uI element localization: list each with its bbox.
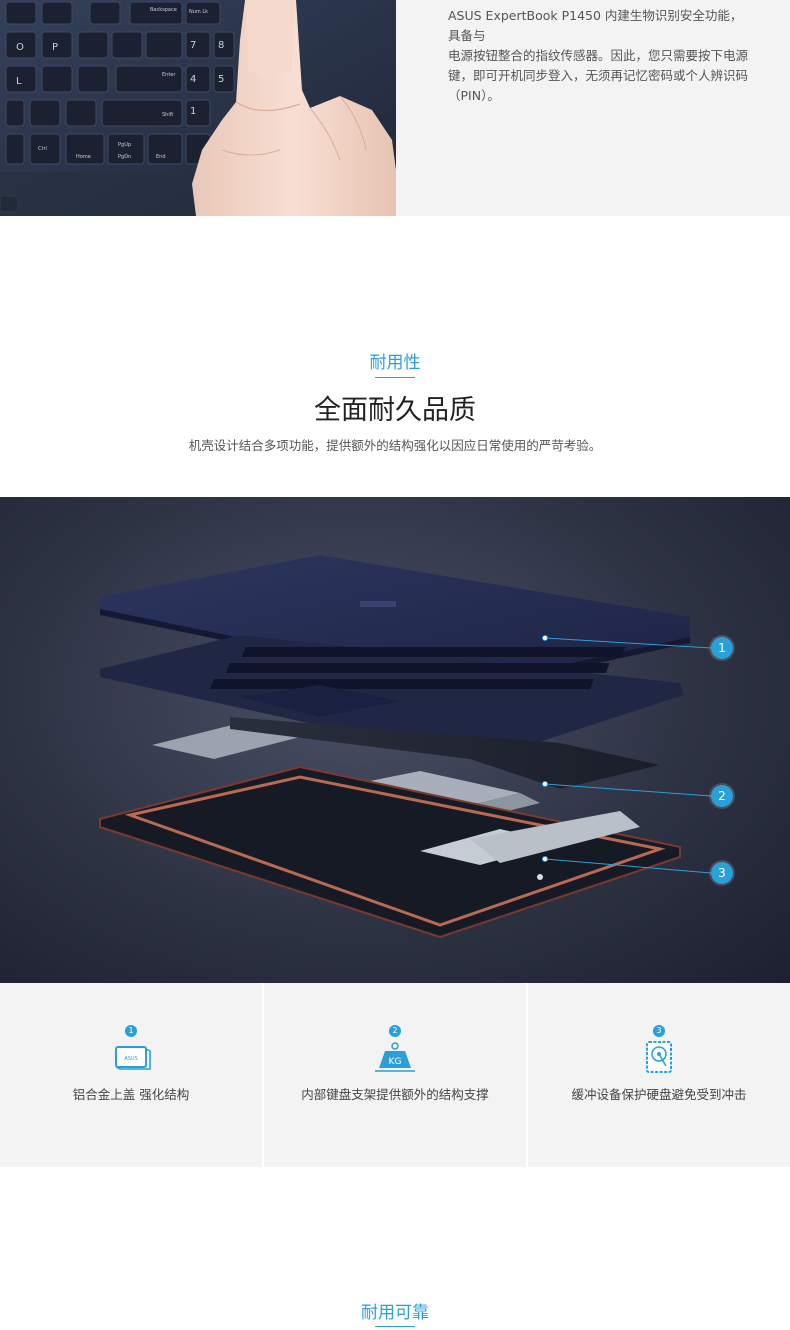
finger-hand-illustration	[192, 0, 396, 216]
durability-title: 全面耐久品质	[314, 395, 476, 426]
fingerprint-line: 键，即可开机同步登入，无须再记忆密码或个人辨识码	[448, 68, 749, 83]
feature-number-badge: 2	[389, 1025, 401, 1037]
section-underline	[375, 377, 415, 378]
feature-text: 内部键盘支架提供额外的结构支撑	[301, 1087, 489, 1102]
key-1: 1	[190, 106, 196, 117]
key-end: End	[156, 154, 166, 160]
weight-kg-icon: KG	[375, 1042, 415, 1072]
fingerprint-line: 电源按钮整合的指纹传感器。因此，您只需要按下电源	[448, 48, 749, 63]
hard-drive-icon	[646, 1041, 672, 1073]
fingerprint-line: （PIN）。	[448, 88, 500, 103]
callout-2: 2	[711, 785, 733, 807]
callout-3: 3	[711, 862, 733, 884]
feature-number-badge: 1	[125, 1025, 137, 1037]
key-backspace: Backspace	[150, 7, 177, 13]
key-7: 7	[190, 40, 196, 51]
feature-card: 2 KG 内部键盘支架提供额外的结构支撑	[262, 983, 526, 1167]
key-ctrl: Ctrl	[38, 146, 47, 152]
exploded-laptop-image: 1 2 3	[0, 497, 790, 983]
fingerprint-section: Backspace Num Lk O P 7 8 L Enter 4 5 Shi…	[0, 0, 790, 216]
key-5: 5	[218, 74, 224, 85]
callout-1: 1	[711, 637, 733, 659]
feature-number-badge: 3	[653, 1025, 665, 1037]
key-8: 8	[218, 40, 224, 51]
key-enter: Enter	[162, 72, 176, 78]
section-underline	[375, 1326, 415, 1327]
keyboard-fingerprint-photo: Backspace Num Lk O P 7 8 L Enter 4 5 Shi…	[0, 0, 396, 216]
fingerprint-description: ASUS ExpertBook P1450 内建生物识别安全功能，具备与 电源按…	[448, 6, 748, 106]
key-home: Home	[76, 154, 91, 160]
key-p: P	[52, 42, 58, 53]
key-shift: Shift	[162, 112, 173, 118]
laptop-lid-icon: ASUS	[115, 1046, 151, 1070]
key-pgdn: PgDn	[118, 154, 131, 160]
svg-text:KG: KG	[389, 1057, 402, 1067]
feature-cards: 1 ASUS 铝合金上盖 强化结构 2 KG 内部键盘支架提供额外的结构支撑 3…	[0, 983, 790, 1167]
durability-description: 机壳设计结合多项功能，提供额外的结构强化以因应日常使用的严苛考验。	[188, 438, 602, 453]
feature-card: 3 缓冲设备保护硬盘避免受到冲击	[526, 983, 790, 1167]
keyboard-deck-layer	[100, 635, 684, 761]
fingerprint-line: ASUS ExpertBook P1450 内建生物识别安全功能，具备与	[448, 8, 743, 43]
key-numlk: Num Lk	[189, 9, 208, 15]
key-o: O	[16, 42, 24, 53]
bottom-chassis-layer	[99, 765, 681, 939]
svg-text:ASUS: ASUS	[124, 1056, 137, 1062]
key-pgup: PgUp	[118, 142, 131, 148]
reliability-section-label: 耐用可靠	[361, 1303, 429, 1323]
feature-text: 缓冲设备保护硬盘避免受到冲击	[571, 1087, 747, 1102]
key-4: 4	[190, 74, 196, 85]
feature-text: 铝合金上盖 强化结构	[72, 1087, 190, 1102]
key-l: L	[16, 76, 22, 87]
feature-card: 1 ASUS 铝合金上盖 强化结构	[0, 983, 262, 1167]
durability-section-label: 耐用性	[369, 353, 421, 373]
